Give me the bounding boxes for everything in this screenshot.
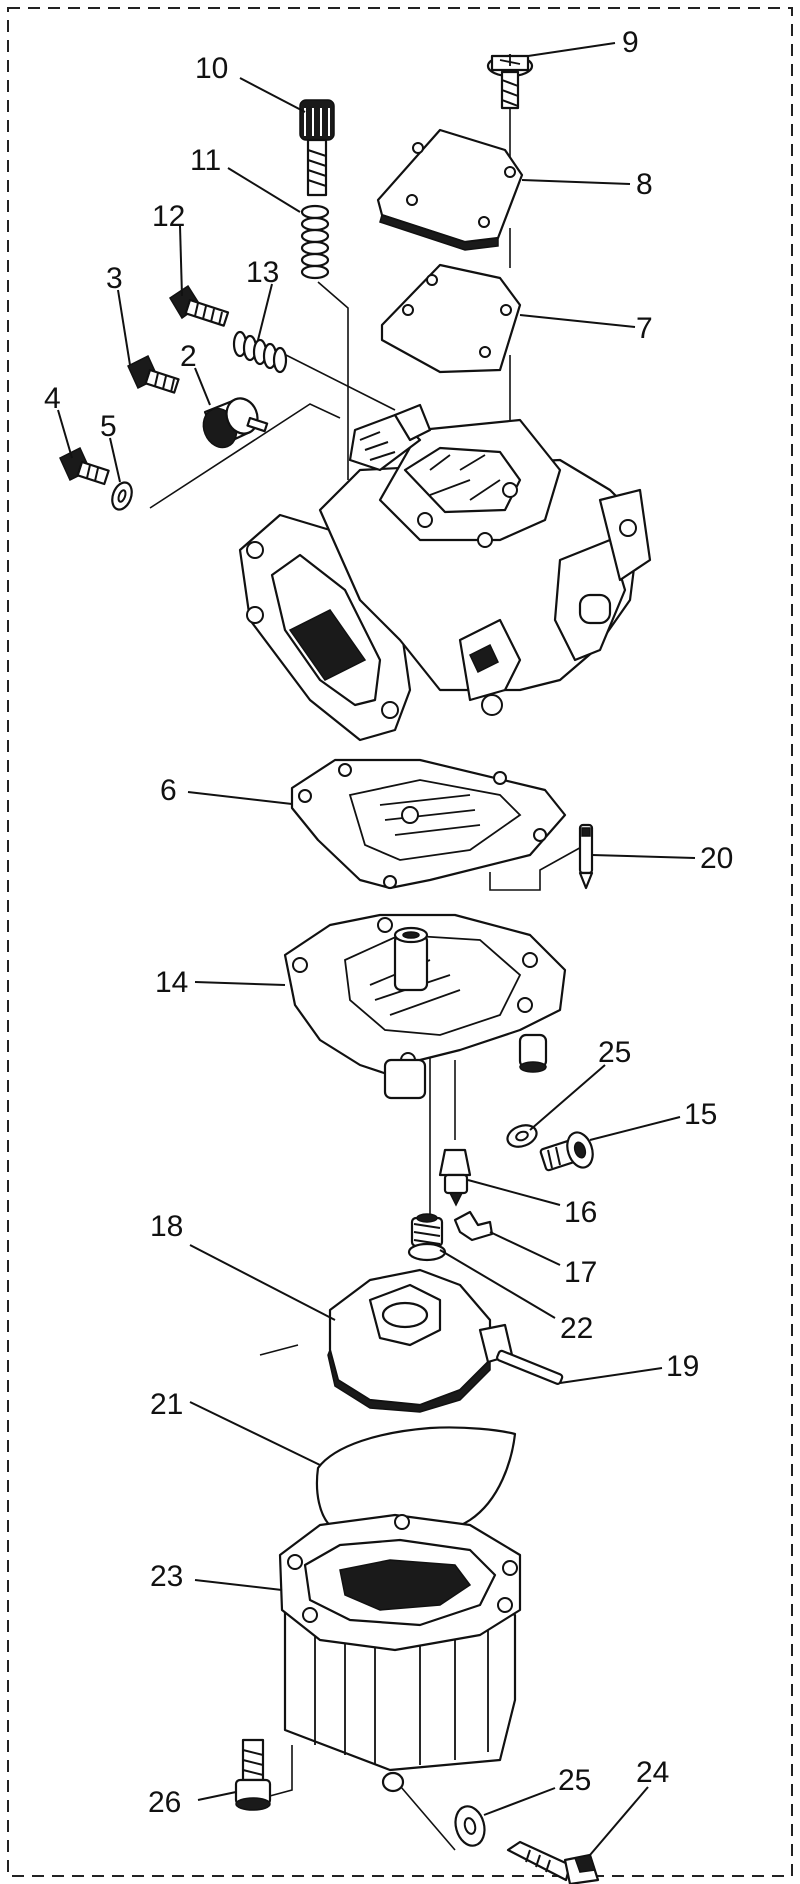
callout-16: 16 [564, 1196, 597, 1229]
callout-labels: 10 11 12 13 3 2 4 5 9 8 7 6 20 14 25 15 … [44, 26, 733, 1819]
callout-24: 24 [636, 1756, 669, 1789]
part-9-screw [486, 54, 534, 110]
callout-23: 23 [150, 1560, 183, 1593]
part-18-float [327, 1268, 514, 1413]
dashed-frame [7, 7, 793, 1877]
part-16-needle-valve [438, 1148, 472, 1207]
leader-lines [57, 42, 696, 1856]
part-11-spring [300, 204, 330, 280]
callout-17: 17 [564, 1256, 597, 1289]
callout-10: 10 [195, 52, 228, 85]
callout-2: 2 [180, 340, 197, 373]
callout-25-upper: 25 [598, 1036, 631, 1069]
part-19-pin [496, 1349, 564, 1385]
part-23-float-bowl [278, 1513, 522, 1793]
part-24-screw [506, 1840, 600, 1884]
callout-26: 26 [148, 1786, 181, 1819]
part-14-float-chamber [283, 913, 567, 1100]
callout-6: 6 [160, 774, 177, 807]
part-26-screw [234, 1738, 272, 1811]
callout-12: 12 [152, 200, 185, 233]
callout-9: 9 [622, 26, 639, 59]
part-25-washer-upper [506, 1124, 538, 1148]
part-6-gasket [290, 758, 567, 890]
part-3-screw [127, 354, 180, 394]
callout-13: 13 [246, 256, 279, 289]
part-7-gasket [380, 263, 522, 374]
callout-20: 20 [700, 842, 733, 875]
part-10-adjust-screw [299, 99, 335, 197]
part-25-washer-lower [454, 1805, 486, 1847]
callout-8: 8 [636, 168, 653, 201]
part-2-cylinder [202, 397, 269, 449]
callout-3: 3 [106, 262, 123, 295]
callout-14: 14 [155, 966, 188, 999]
callout-15: 15 [684, 1098, 717, 1131]
callout-7: 7 [636, 312, 653, 345]
callout-19: 19 [666, 1350, 699, 1383]
part-1-carburetor-body [238, 403, 652, 742]
callout-25-lower: 25 [558, 1764, 591, 1797]
part-20-needle [578, 823, 594, 890]
part-12-screw [168, 284, 230, 327]
part-22-main-jet [407, 1213, 447, 1262]
callout-21: 21 [150, 1388, 183, 1421]
callout-22: 22 [560, 1312, 593, 1345]
part-17-clip [453, 1210, 494, 1242]
part-8-cover-plate [376, 128, 524, 251]
callout-18: 18 [150, 1210, 183, 1243]
part-4-screw [59, 446, 110, 486]
part-5-washer [111, 481, 133, 511]
callout-4: 4 [44, 382, 61, 415]
callout-5: 5 [100, 410, 117, 443]
part-13-spring [232, 330, 288, 374]
callout-11: 11 [190, 144, 221, 177]
part-15-drain-plug [539, 1131, 594, 1172]
